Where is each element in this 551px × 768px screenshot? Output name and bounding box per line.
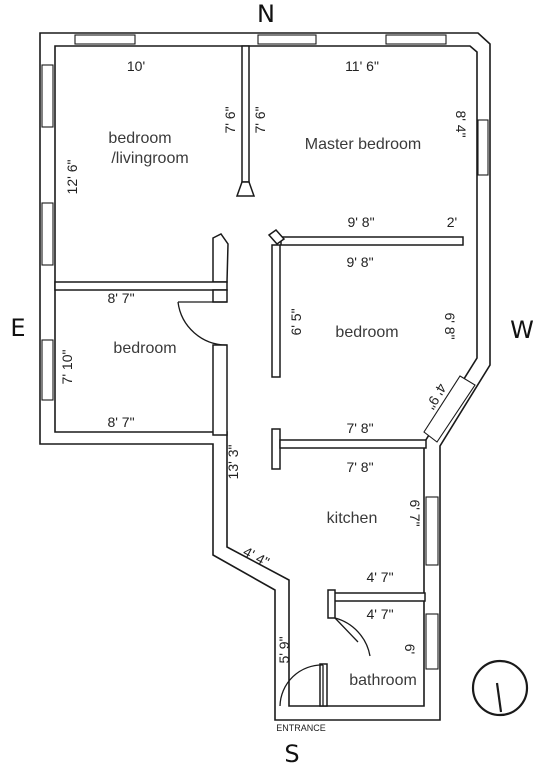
dim-kitchen-height: 6' 7" (407, 499, 423, 526)
dim-closet-a: 7' 6" (222, 106, 238, 133)
circle-logo-icon (471, 659, 529, 717)
compass-south: S (284, 740, 299, 768)
dim-master-width: 11' 6" (345, 58, 379, 74)
dim-bedroom-left-bottom: 8' 7" (107, 414, 134, 430)
window-bay (423, 375, 476, 443)
room-bathroom: bathroom (349, 672, 417, 689)
dim-master-height: 8' 4" (453, 110, 469, 137)
room-bedroom-left: bedroom (113, 340, 176, 357)
room-living-line2: /livingroom (111, 150, 188, 167)
compass-west: W (510, 316, 534, 344)
wall-living-master (241, 45, 250, 183)
window-e-1 (41, 64, 54, 128)
wall-bedroom-left-right (212, 289, 228, 303)
dim-entry: 5' 9" (276, 636, 292, 663)
wall-master-stub (267, 228, 286, 246)
wall-bath-top (332, 592, 426, 602)
dim-kitchen-top: 7' 8" (346, 420, 373, 436)
compass-east: E (10, 314, 25, 342)
dim-bedroom-right-top: 9' 8" (346, 254, 373, 270)
window-w-kitchen (425, 496, 439, 566)
entrance-label: ENTRANCE (276, 723, 326, 733)
wall-bedroom-left-right-lower (212, 344, 228, 436)
wall-hall-stub (212, 233, 229, 283)
window-n-2 (257, 34, 317, 45)
room-kitchen: kitchen (327, 510, 378, 527)
window-e-2 (41, 202, 54, 266)
door-entrance (279, 664, 324, 707)
dim-kitchen-bottom: 7' 8" (346, 459, 373, 475)
room-bedroom-right: bedroom (335, 324, 398, 341)
room-living-line1: bedroom (108, 130, 171, 147)
door-bedroom-left (177, 301, 228, 346)
dim-closet-b: 7' 6" (252, 106, 268, 133)
wall-bath-left (327, 589, 336, 619)
door-bathroom (334, 617, 371, 657)
dim-bedroom-left-top: 8' 7" (107, 290, 134, 306)
dim-master-step: 2' (447, 214, 457, 230)
dim-bedroom-right-left: 6' 5" (288, 308, 304, 335)
window-e-3 (41, 339, 54, 401)
wall-living-master-end (235, 181, 256, 197)
wall-kitchen-top (271, 428, 281, 470)
dim-bath-height: 6' (402, 644, 418, 654)
window-w-master (477, 119, 489, 176)
dim-bedroom-left-height: 7' 10" (59, 350, 75, 385)
window-n-1 (74, 34, 136, 45)
exterior-wall (39, 32, 491, 721)
window-n-3 (385, 34, 447, 45)
dim-living-width: 10' (127, 58, 145, 74)
dim-master-bottom: 9' 8" (347, 214, 374, 230)
room-master: Master bedroom (305, 136, 422, 153)
dim-bath-bottom: 4' 7" (366, 606, 393, 622)
window-w-bath (425, 613, 439, 670)
wall-kitchen-top-h (279, 439, 427, 449)
dim-bedroom-right-right: 6' 8" (442, 312, 458, 339)
wall-bedroom-right-left (271, 244, 281, 378)
wall-master-bottom (280, 236, 464, 246)
compass-north: N (257, 0, 275, 28)
dim-bath-top: 4' 7" (366, 569, 393, 585)
dim-living-height: 12' 6" (64, 160, 80, 195)
dim-hall-length: 13' 3" (225, 445, 241, 480)
wall-bedroom-left-top (54, 281, 228, 291)
